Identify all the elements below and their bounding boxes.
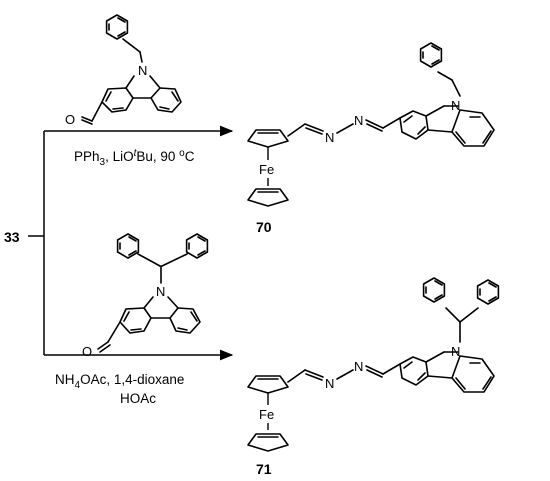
product-71-carbazole-n-label: N <box>451 344 460 359</box>
reaction-2-conditions-line2: HOAc <box>120 391 156 406</box>
product-70-carbazole-n-label: N <box>451 98 460 113</box>
product-70-number: 70 <box>256 219 272 235</box>
reagent-2: N O <box>82 233 209 359</box>
start-compound-label: 33 <box>4 229 20 245</box>
product-71-iron-label: Fe <box>259 407 274 422</box>
product-71-n2-label: N <box>354 359 363 374</box>
product-70-n2-label: N <box>354 113 363 128</box>
reagent-2-nitrogen-label: N <box>156 284 165 299</box>
product-71-n1-label: N <box>325 376 334 391</box>
product-71: Fe N N N 71 <box>247 277 500 477</box>
reaction-2-conditions-line1: NH4OAc, 1,4-dioxane <box>55 372 184 391</box>
reagent-2-oxygen-label: O <box>82 344 92 359</box>
product-71-number: 71 <box>256 461 272 477</box>
reagent-1-oxygen-label: O <box>65 112 75 127</box>
product-70-iron-label: Fe <box>259 162 274 177</box>
reagent-1: N O <box>65 14 182 127</box>
product-70-n1-label: N <box>325 130 334 145</box>
reaction-1-conditions: PPh3, LiOtBu, 90 oC <box>74 148 195 168</box>
product-70: Fe N N N 70 <box>247 42 495 235</box>
reaction-arrows <box>28 125 234 361</box>
reagent-1-nitrogen-label: N <box>138 63 147 78</box>
